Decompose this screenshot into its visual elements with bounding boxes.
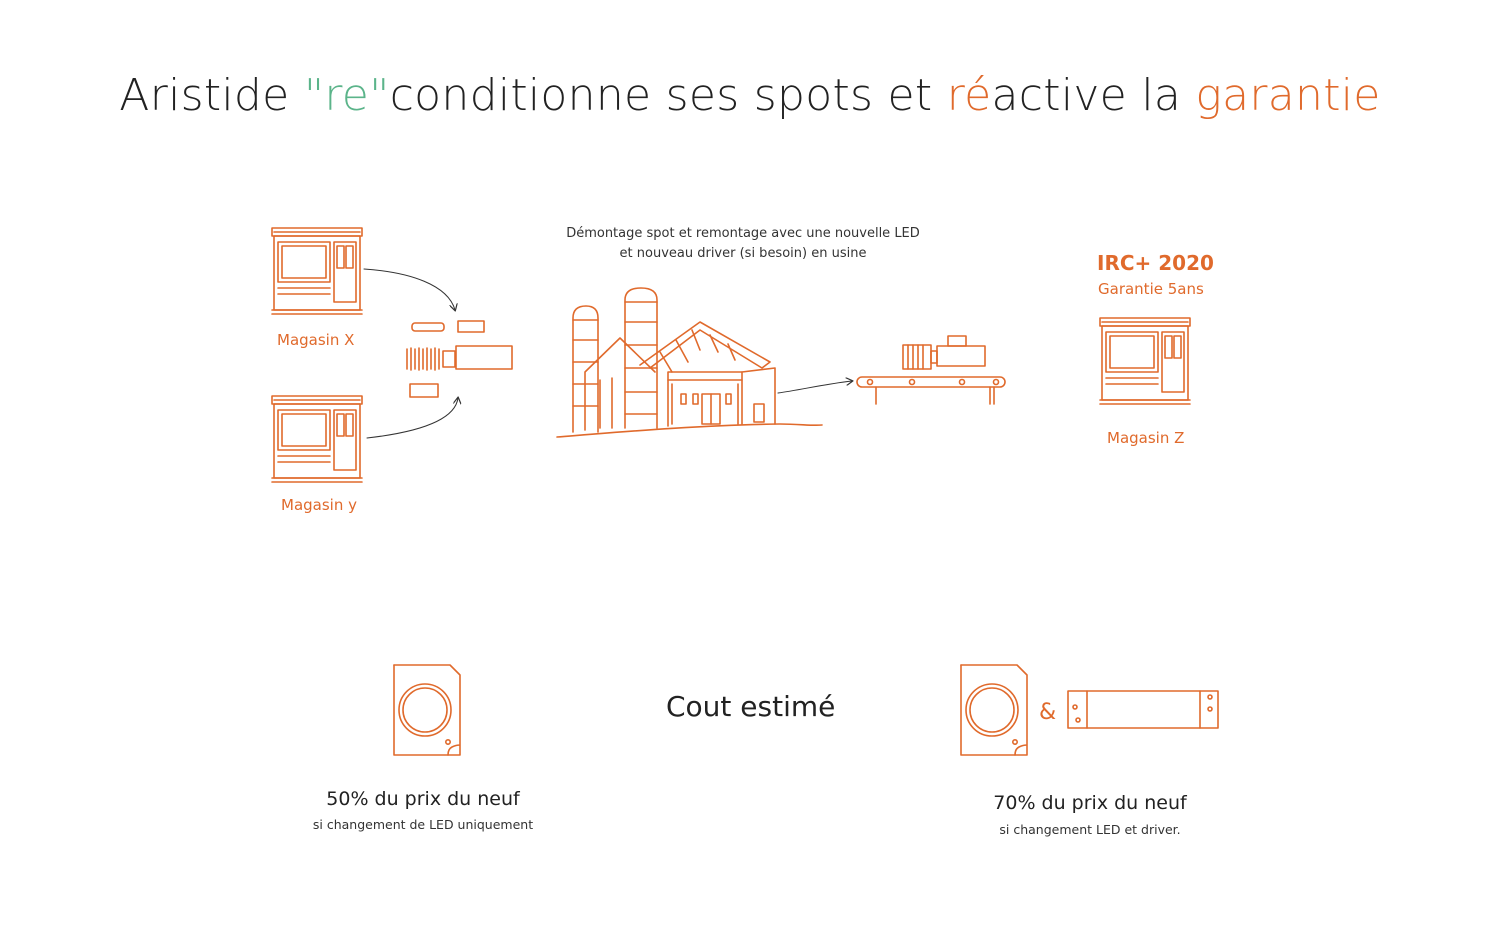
factory-icon (556, 287, 823, 438)
spot-parts-icon (406, 320, 513, 398)
factory-note-line1: Démontage spot et remontage avec une nou… (566, 226, 920, 241)
led-only-detail: si changement de LED uniquement (312, 817, 534, 832)
title-re-quoted: "re" (303, 70, 390, 121)
led-module-icon (393, 664, 461, 756)
factory-note-line2: et nouveau driver (si besoin) en usine (619, 246, 867, 261)
title-part3: active la (991, 70, 1196, 121)
ampersand: & (1039, 700, 1057, 725)
factory-note: Démontage spot et remontage avec une nou… (543, 224, 943, 264)
page-title: Aristide "re"conditionne ses spots et ré… (0, 70, 1500, 121)
driver-icon (1067, 690, 1219, 729)
led-only-percent: 50% du prix du neuf (326, 788, 520, 810)
title-part1: Aristide (119, 70, 304, 121)
conveyor-icon (856, 335, 1006, 405)
title-re-accent: ré (946, 70, 992, 121)
title-part2: conditionne ses spots et (389, 70, 947, 121)
warranty-subtitle: Garantie 5ans (1098, 280, 1204, 298)
shop-y-icon (271, 395, 363, 483)
led-driver-percent: 70% du prix du neuf (993, 792, 1187, 814)
cost-heading: Cout estimé (666, 690, 836, 723)
shop-z-icon (1099, 317, 1191, 405)
led-module-icon-2 (960, 664, 1028, 756)
warranty-title: IRC+ 2020 (1097, 251, 1214, 275)
title-garantie: garantie (1195, 70, 1381, 121)
shop-x-icon (271, 227, 363, 315)
store-x-label: Magasin X (277, 331, 355, 349)
store-y-label: Magasin y (281, 496, 357, 514)
led-driver-detail: si changement LED et driver. (999, 822, 1181, 837)
store-z-label: Magasin Z (1107, 429, 1185, 447)
